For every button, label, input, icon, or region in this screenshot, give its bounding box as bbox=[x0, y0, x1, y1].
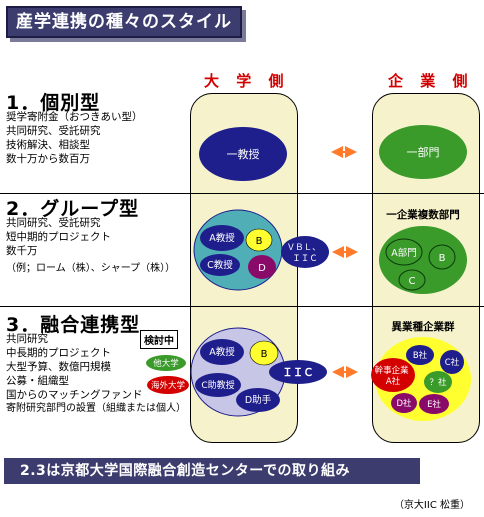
professor-b-ellipse bbox=[249, 340, 279, 366]
under-review-badge: 検討中 bbox=[140, 330, 178, 349]
company-c-ellipse bbox=[440, 350, 464, 374]
vbl-iic-label: ＶＢＬ、 ＩＩＣ bbox=[287, 243, 324, 264]
industry-column-heading: 企 業 側 bbox=[388, 72, 474, 90]
department-a-label: A部門 bbox=[391, 247, 417, 259]
lead-company-ellipse bbox=[371, 358, 415, 392]
company-d-ellipse bbox=[391, 393, 417, 413]
university-column-heading: 大 学 側 bbox=[204, 72, 290, 90]
company-e-ellipse bbox=[419, 394, 449, 414]
professor-d-ellipse bbox=[248, 255, 276, 279]
other-university-ellipse bbox=[146, 355, 186, 371]
section-2-details: 共同研究、受託研究 短中期的プロジェクト 数千万 （例；ローム（株）、シャープ（… bbox=[6, 216, 175, 276]
footer-banner: 2.3は京都大学国際融合創造センターでの取り組み bbox=[4, 458, 420, 484]
lead-company-label: 幹事企業 A社 bbox=[375, 365, 412, 387]
associate-professor-c-ellipse bbox=[195, 373, 241, 397]
other-university-label: 他大学 bbox=[153, 358, 179, 369]
section-1-line: 数十万から数百万 bbox=[6, 153, 90, 165]
page-title: 産学連携の種々のスタイル bbox=[6, 6, 242, 38]
professor-c-label: C教授 bbox=[207, 259, 233, 271]
professor-a-ellipse bbox=[200, 225, 244, 251]
iic-ellipse bbox=[269, 360, 327, 384]
professor-a-label: A教授 bbox=[209, 232, 235, 244]
professor-d-label: D bbox=[258, 263, 266, 274]
professor-b-label: B bbox=[256, 236, 263, 247]
company-b-ellipse bbox=[406, 345, 434, 365]
cross-industry-heading: 異業種企業群 bbox=[392, 320, 455, 333]
section-1-line: 奨学寄附金（おつきあい型） bbox=[6, 111, 143, 123]
department-ellipse bbox=[379, 125, 467, 179]
company-unknown-ellipse bbox=[424, 371, 452, 393]
associate-professor-c-label: C助教授 bbox=[201, 379, 234, 391]
department-label: 一部門 bbox=[407, 145, 440, 159]
credit-text: （京大IIC 松重） bbox=[393, 500, 470, 511]
company-d-label: D社 bbox=[396, 398, 412, 409]
vbl-iic-ellipse bbox=[281, 236, 329, 268]
section-3-details: 共同研究 中長期的プロジェクト 大型予算、数億円規模 公募・組織型 国からのマッ… bbox=[6, 332, 186, 416]
professor-label: 一教授 bbox=[227, 147, 260, 161]
company-c-label: C社 bbox=[445, 357, 460, 368]
section-divider-1 bbox=[0, 193, 484, 194]
professor-c-ellipse bbox=[200, 254, 240, 276]
overseas-university-label: 海外大学 bbox=[151, 380, 186, 391]
section-2-line: 短中期的プロジェクト bbox=[6, 231, 111, 243]
section-2-line: （例；ローム（株）、シャープ（株）） bbox=[6, 263, 176, 274]
professor-ellipse bbox=[199, 127, 287, 181]
company-e-label: E社 bbox=[427, 399, 441, 410]
iic-label: ＩＩＣ bbox=[282, 367, 314, 379]
section-3-title: 3．融合連携型 bbox=[6, 314, 141, 336]
section-3-line: 寄附研究部門の設置（組織または個人） bbox=[6, 403, 186, 414]
overseas-university-ellipse bbox=[147, 376, 189, 394]
section-1-line: 技術解決、相談型 bbox=[6, 139, 90, 151]
section-3-line: 公募・組織型 bbox=[6, 375, 69, 387]
professor-a-ellipse bbox=[200, 339, 244, 365]
multi-department-heading: 一企業複数部門 bbox=[386, 208, 460, 221]
section-1-line: 共同研究、受託研究 bbox=[6, 125, 101, 137]
section-1-details: 奨学寄附金（おつきあい型） 共同研究、受託研究 技術解決、相談型 数十万から数百… bbox=[6, 110, 143, 166]
department-b-label: B bbox=[439, 253, 446, 264]
department-c-label: C bbox=[409, 276, 416, 287]
department-a-ellipse bbox=[385, 238, 423, 266]
company-b-label: B社 bbox=[413, 350, 428, 361]
department-b-ellipse bbox=[428, 244, 456, 270]
company-unknown-label: ？社 bbox=[429, 377, 447, 388]
professor-b-label: B bbox=[261, 349, 268, 360]
research-group-ellipse bbox=[193, 209, 283, 291]
section-3-line: 中長期的プロジェクト bbox=[6, 347, 111, 359]
section-2-title: 2．グループ型 bbox=[6, 198, 140, 220]
section-1-title: 1．個別型 bbox=[6, 92, 101, 114]
professor-b-ellipse bbox=[245, 228, 273, 252]
section-3-line: 共同研究 bbox=[6, 333, 48, 345]
assistant-d-ellipse bbox=[236, 388, 280, 412]
section-2-line: 数千万 bbox=[6, 245, 38, 257]
department-c-ellipse bbox=[398, 269, 426, 291]
section-3-line: 国からのマッチングファンド bbox=[6, 389, 143, 401]
assistant-d-label: D助手 bbox=[245, 394, 272, 406]
section-2-line: 共同研究、受託研究 bbox=[6, 217, 101, 229]
professor-a-label: A教授 bbox=[209, 346, 235, 358]
section-3-line: 大型予算、数億円規模 bbox=[6, 361, 111, 373]
section-divider-2 bbox=[0, 306, 484, 307]
